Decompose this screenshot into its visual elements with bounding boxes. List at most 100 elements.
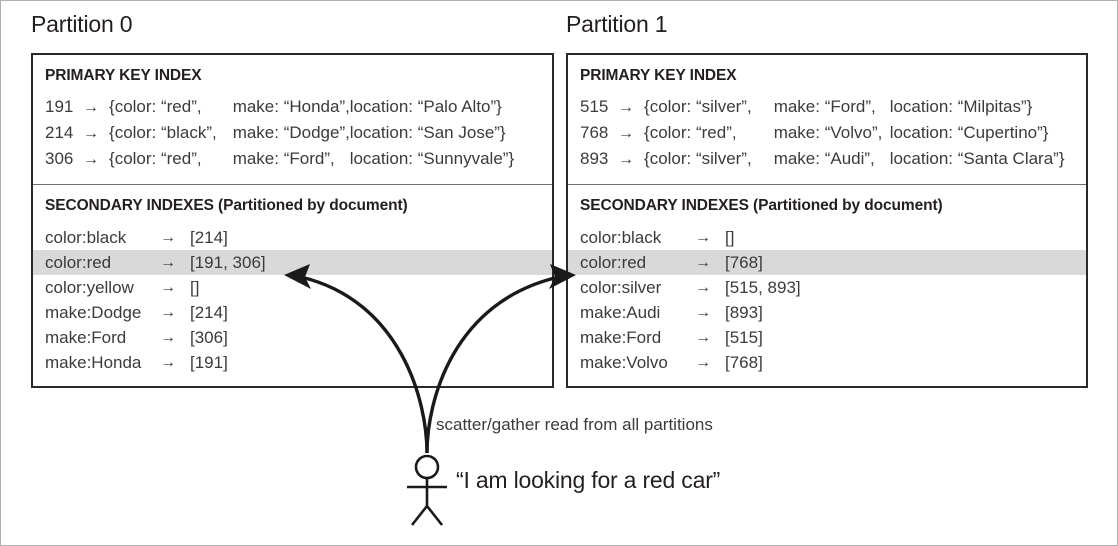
secondary-index-rows: color:black → [] color:red → [768] color… — [568, 225, 1086, 375]
pk-key: 191 — [45, 97, 74, 116]
posting-list: [768] — [725, 252, 763, 272]
right-arrow-icon: → — [618, 151, 634, 168]
pk-location-field: location: “Palo Alto”} — [349, 97, 502, 116]
right-arrow-icon: → — [695, 353, 711, 371]
secondary-index-row: make:Honda → [191] — [33, 350, 552, 375]
secondary-index-row: color:silver → [515, 893] — [568, 275, 1086, 300]
posting-list: [515, 893] — [725, 277, 801, 297]
right-arrow-icon: → — [618, 99, 634, 116]
primary-key-index-rows: 515 → { color: “silver”, make: “Ford”, l… — [580, 97, 1065, 175]
pk-brace-open: { — [109, 149, 115, 168]
secondary-index-row-highlighted: color:red → [768] — [568, 250, 1086, 275]
right-arrow-icon: → — [160, 228, 176, 246]
pk-location-field: location: “San Jose”} — [349, 123, 506, 142]
right-arrow-icon: → — [695, 253, 711, 271]
index-term: color:red — [45, 252, 112, 272]
index-term: make:Ford — [45, 327, 127, 347]
primary-key-row: 214 → { color: “black”, make: “Dodge”, l… — [45, 123, 514, 149]
index-term: color:black — [580, 227, 662, 247]
pk-location-field: location: “Milpitas”} — [889, 97, 1033, 116]
right-arrow-icon: → — [83, 151, 99, 168]
partition-0-title: Partition 0 — [31, 11, 133, 37]
index-term: make:Volvo — [580, 352, 668, 372]
partition-1-title: Partition 1 — [566, 11, 668, 37]
primary-key-index-rows: 191 → { color: “red”, make: “Honda”, loc… — [45, 97, 514, 175]
posting-list: [] — [725, 227, 735, 247]
right-arrow-icon: → — [695, 303, 711, 321]
user-quote-label: “I am looking for a red car” — [456, 467, 721, 493]
pk-make-field: make: “Volvo”, — [773, 123, 883, 142]
secondary-index-row-highlighted: color:red → [191, 306] — [33, 250, 552, 275]
posting-list: [214] — [190, 227, 228, 247]
index-term: color:red — [580, 252, 647, 272]
partition-1-secondary-indexes: SECONDARY INDEXES (Partitioned by docume… — [568, 185, 1086, 386]
posting-list: [306] — [190, 327, 228, 347]
pk-color-field: color: “red”, — [114, 149, 202, 168]
pk-make-field: make: “Ford”, — [773, 97, 876, 116]
secondary-index-row: make:Ford → [515] — [568, 325, 1086, 350]
index-term: color:silver — [580, 277, 662, 297]
pk-color-field: color: “red”, — [649, 123, 737, 142]
right-arrow-icon: → — [83, 125, 99, 142]
posting-list: [214] — [190, 302, 228, 322]
primary-key-row: 191 → { color: “red”, make: “Honda”, loc… — [45, 97, 514, 123]
index-term: make:Audi — [580, 302, 661, 322]
primary-key-index-header: PRIMARY KEY INDEX — [45, 67, 202, 84]
right-arrow-icon: → — [618, 125, 634, 142]
posting-list: [768] — [725, 352, 763, 372]
right-arrow-icon: → — [160, 353, 176, 371]
index-term: color:yellow — [45, 277, 134, 297]
right-arrow-icon: → — [695, 228, 711, 246]
partition-0-box: PRIMARY KEY INDEX 191 → { color: “red”, … — [31, 53, 554, 388]
partition-1-primary-key-index: PRIMARY KEY INDEX 515 → { color: “silver… — [568, 55, 1086, 185]
posting-list: [] — [190, 277, 200, 297]
pk-make-field: make: “Ford”, — [232, 149, 335, 168]
secondary-index-row: color:black → [214] — [33, 225, 552, 250]
primary-key-index-header: PRIMARY KEY INDEX — [580, 67, 737, 84]
index-term: make:Ford — [580, 327, 662, 347]
secondary-index-row: make:Dodge → [214] — [33, 300, 552, 325]
primary-key-row: 893 → { color: “silver”, make: “Audi”, l… — [580, 149, 1065, 175]
stick-figure-left-leg — [410, 505, 429, 526]
stick-figure-head — [414, 454, 440, 480]
pk-brace-open: { — [644, 123, 650, 142]
secondary-indexes-header: SECONDARY INDEXES (Partitioned by docume… — [580, 197, 943, 214]
posting-list: [191, 306] — [190, 252, 266, 272]
index-term: color:black — [45, 227, 127, 247]
secondary-index-row: color:black → [] — [568, 225, 1086, 250]
pk-location-field: location: “Santa Clara”} — [889, 149, 1065, 168]
pk-make-field: make: “Dodge”, — [232, 123, 350, 142]
posting-list: [893] — [725, 302, 763, 322]
secondary-index-row: make:Ford → [306] — [33, 325, 552, 350]
right-arrow-icon: → — [83, 99, 99, 116]
pk-key: 768 — [580, 123, 609, 142]
stick-figure-right-leg — [425, 505, 444, 526]
pk-color-field: color: “silver”, — [649, 149, 752, 168]
primary-key-row: 515 → { color: “silver”, make: “Ford”, l… — [580, 97, 1065, 123]
pk-location-field: location: “Sunnyvale”} — [349, 149, 515, 168]
pk-make-field: make: “Audi”, — [773, 149, 875, 168]
partition-1-box: PRIMARY KEY INDEX 515 → { color: “silver… — [566, 53, 1088, 388]
pk-brace-open: { — [644, 97, 650, 116]
pk-key: 306 — [45, 149, 74, 168]
secondary-index-rows: color:black → [214] color:red → [191, 30… — [33, 225, 552, 375]
pk-brace-open: { — [109, 97, 115, 116]
right-arrow-icon: → — [160, 303, 176, 321]
index-term: make:Honda — [45, 352, 142, 372]
pk-key: 214 — [45, 123, 74, 142]
pk-color-field: color: “silver”, — [649, 97, 752, 116]
scatter-gather-label: scatter/gather read from all partitions — [436, 415, 713, 434]
pk-brace-open: { — [644, 149, 650, 168]
posting-list: [191] — [190, 352, 228, 372]
secondary-index-row: color:yellow → [] — [33, 275, 552, 300]
pk-color-field: color: “black”, — [114, 123, 217, 142]
pk-key: 893 — [580, 149, 609, 168]
pk-color-field: color: “red”, — [114, 97, 202, 116]
pk-brace-open: { — [109, 123, 115, 142]
primary-key-row: 306 → { color: “red”, make: “Ford”, loca… — [45, 149, 514, 175]
partition-0-secondary-indexes: SECONDARY INDEXES (Partitioned by docume… — [33, 185, 552, 386]
right-arrow-icon: → — [695, 278, 711, 296]
right-arrow-icon: → — [160, 253, 176, 271]
right-arrow-icon: → — [160, 278, 176, 296]
